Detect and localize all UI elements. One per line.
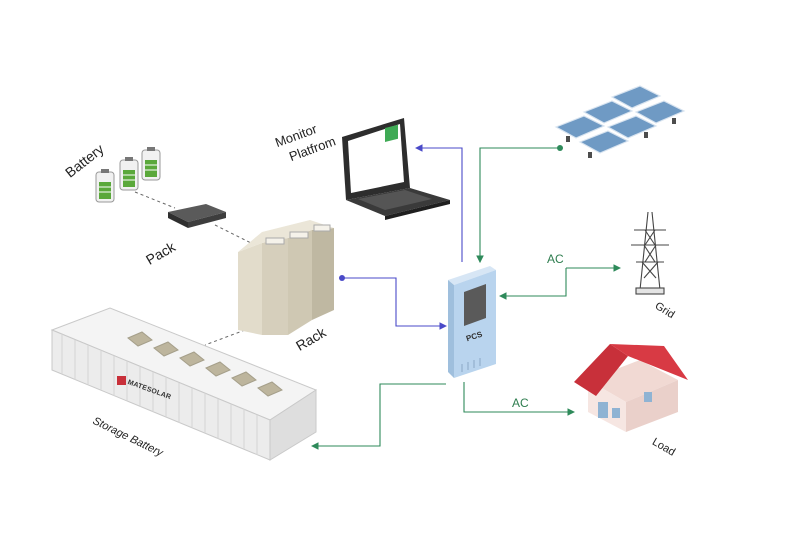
rack-container-connector — [204, 329, 246, 346]
house-icon — [574, 344, 688, 432]
pcs-load-link — [463, 382, 576, 416]
pcs-monitor-link — [414, 144, 463, 262]
battery-icon — [95, 147, 161, 203]
pack-icon — [168, 204, 226, 228]
ac-load-label: AC — [512, 396, 529, 410]
ac-grid-label: AC — [547, 252, 564, 266]
container-icon — [50, 307, 318, 461]
battery-pack-connector — [134, 191, 176, 209]
pcs-storage-link — [310, 383, 446, 450]
pack-rack-connector — [214, 224, 256, 246]
grid-pcs-link — [498, 268, 567, 300]
pcs-icon — [448, 266, 496, 378]
solar-panel-icon — [554, 85, 686, 158]
solar-pcs-link — [476, 147, 560, 264]
rack-pcs-link — [342, 277, 448, 330]
laptop-icon — [342, 118, 450, 220]
rack-icon — [238, 220, 334, 335]
pylon-icon — [631, 211, 669, 295]
